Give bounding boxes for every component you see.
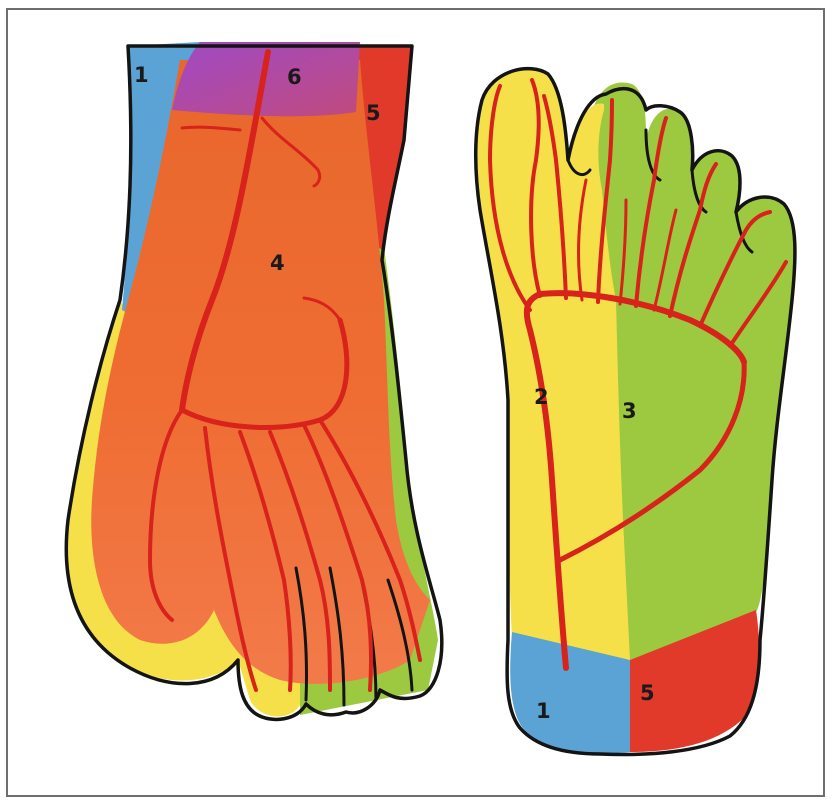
dorsal-label-5: 5 — [366, 101, 381, 125]
plantar-label-1: 1 — [536, 699, 551, 723]
dorsal-label-4: 4 — [270, 251, 285, 275]
plantar-label-3: 3 — [622, 399, 637, 423]
dorsal-label-1: 1 — [134, 63, 149, 87]
plantar-label-5: 5 — [640, 681, 655, 705]
plantar-foot: 2 3 1 5 — [476, 69, 795, 755]
plantar-label-2: 2 — [534, 385, 549, 409]
dorsal-foot: 1 6 5 4 — [66, 42, 441, 719]
dorsal-label-6: 6 — [287, 65, 302, 89]
